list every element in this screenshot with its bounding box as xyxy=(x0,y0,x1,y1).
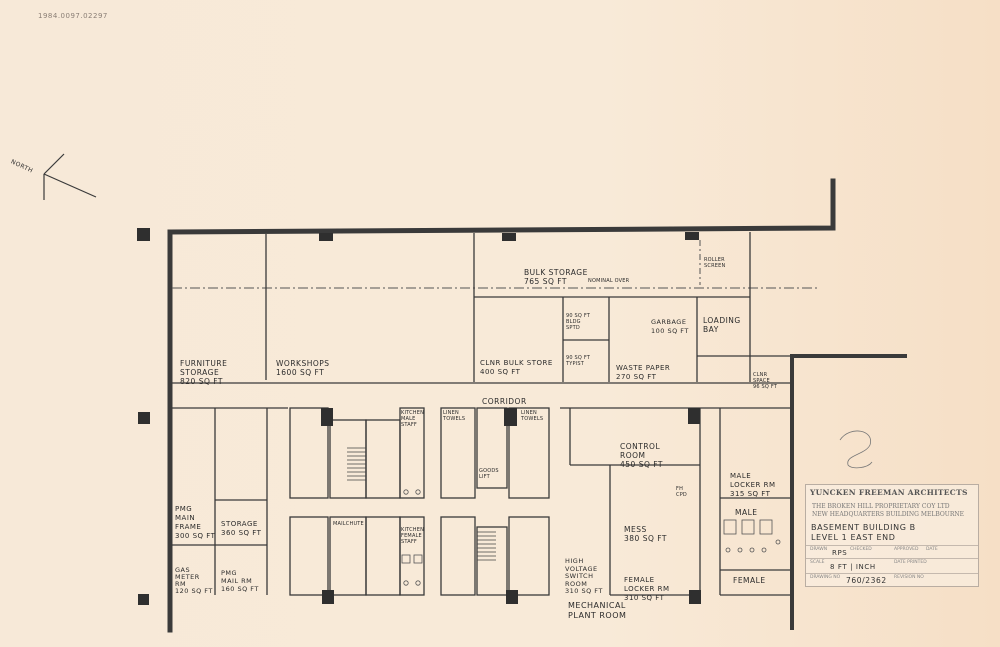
room-furniture-storage: FURNITURE STORAGE 820 SQ FT xyxy=(180,359,228,386)
label-male: MALE xyxy=(735,508,758,517)
checked-label: CHECKED xyxy=(850,547,872,552)
room-pmg-mail-rm: PMG MAIL RM 160 SQ FT xyxy=(221,569,259,593)
room-goods-lift: GOODS LIFT xyxy=(479,468,499,480)
label-female: FEMALE xyxy=(733,576,766,585)
room-control-room: CONTROL ROOM 450 SQ FT xyxy=(620,442,664,469)
date-printed-label: DATE PRINTED xyxy=(894,560,927,565)
room-male-locker: MALE LOCKER RM 315 SQ FT xyxy=(730,472,776,498)
room-waste-paper: WASTE PAPER 270 SQ FT xyxy=(616,364,671,381)
drawing-no-label: DRAWING NO xyxy=(810,575,841,580)
title-block: YUNCKEN FREEMAN ARCHITECTS THE BROKEN HI… xyxy=(805,484,979,587)
room-bulk-storage: BULK STORAGE 765 SQ FT xyxy=(524,268,588,286)
firm-name: YUNCKEN FREEMAN ARCHITECTS xyxy=(810,488,968,497)
room-mess: MESS 380 SQ FT xyxy=(624,525,668,543)
sheet-title-line2: LEVEL 1 EAST END xyxy=(811,533,896,542)
room-gas-meter: GAS METER RM 120 SQ FT xyxy=(175,566,213,595)
room-kitchen-female: KITCHEN FEMALE STAFF xyxy=(401,527,425,545)
client-name: THE BROKEN HILL PROPRIETARY COY LTD xyxy=(812,503,950,510)
room-linen-towels-1: LINEN TOWELS xyxy=(443,410,466,422)
core-room xyxy=(399,407,425,499)
room-linen-towels-2: LINEN TOWELS xyxy=(521,410,544,422)
note-nominal-over: NOMINAL OVER xyxy=(588,278,630,284)
room-hv-switch: HIGH VOLTAGE SWITCH ROOM 310 SQ FT xyxy=(565,557,603,595)
revision-label: REVISION NO xyxy=(894,575,924,580)
sheet-title-line1: BASEMENT BUILDING B xyxy=(811,523,916,532)
core-room xyxy=(399,516,425,596)
core-room xyxy=(289,407,329,499)
room-garbage: GARBAGE 100 SQ FT xyxy=(651,318,689,335)
room-female-locker: FEMALE LOCKER RM 310 SQ FT xyxy=(624,576,670,602)
core-room xyxy=(440,407,476,499)
scribble xyxy=(839,430,873,469)
title-divider xyxy=(806,573,978,574)
date-label: DATE xyxy=(926,547,938,552)
approved-label: APPROVED xyxy=(894,547,919,552)
room-kitchen-male: KITCHEN MALE STAFF xyxy=(401,410,425,428)
core-room xyxy=(508,516,550,596)
room-bldg-sptd: 90 SQ FT BLDG SPTD xyxy=(566,313,591,331)
core-room xyxy=(289,516,329,596)
core-room xyxy=(329,516,367,596)
title-divider xyxy=(806,558,978,559)
label-mailchute: MAILCHUTE xyxy=(333,521,364,527)
core-room xyxy=(476,407,508,489)
drawn-label: DRAWN xyxy=(810,547,828,552)
north-arrow xyxy=(43,153,97,200)
drawn-value: RPs xyxy=(832,549,848,557)
outer-wall xyxy=(167,178,836,235)
corridor-label: CORRIDOR xyxy=(482,397,527,406)
column-markers xyxy=(137,228,701,605)
title-divider xyxy=(806,545,978,546)
core-room xyxy=(365,516,401,596)
room-workshops: WORKSHOPS 1600 SQ FT xyxy=(276,359,330,377)
scale-label: SCALE xyxy=(810,560,825,565)
room-loading-bay: LOADING BAY xyxy=(703,316,741,334)
core-room xyxy=(508,407,550,499)
room-clnr-space: CLNR SPACE 96 SQ FT xyxy=(753,372,778,390)
scale-value: 8 FT | INCH xyxy=(830,563,876,571)
room-mechanical-plant: MECHANICAL PLANT ROOM xyxy=(568,601,627,620)
room-clnr-bulk-store: CLNR BULK STORE 400 SQ FT xyxy=(480,359,553,376)
core-room xyxy=(440,516,476,596)
room-typist: 90 SQ FT TYPIST xyxy=(566,355,591,367)
project-name: NEW HEADQUARTERS BUILDING MELBOURNE xyxy=(812,511,965,518)
stair-hatch xyxy=(347,447,496,561)
label-fh-cpd: FH CPD xyxy=(676,486,687,498)
room-pmg-main-frame: PMG MAIN FRAME 300 SQ FT xyxy=(175,505,216,540)
core-room xyxy=(329,419,367,499)
archive-reference: 1984.0097.02297 xyxy=(38,12,108,20)
sanitary-fixtures xyxy=(401,489,781,586)
drawing-no-value: 760/2362 xyxy=(846,576,887,585)
core-room xyxy=(476,526,508,596)
note-roller-screen: ROLLER SCREEN xyxy=(704,257,726,269)
room-storage: STORAGE 360 SQ FT xyxy=(221,520,262,537)
core-room xyxy=(365,419,401,499)
